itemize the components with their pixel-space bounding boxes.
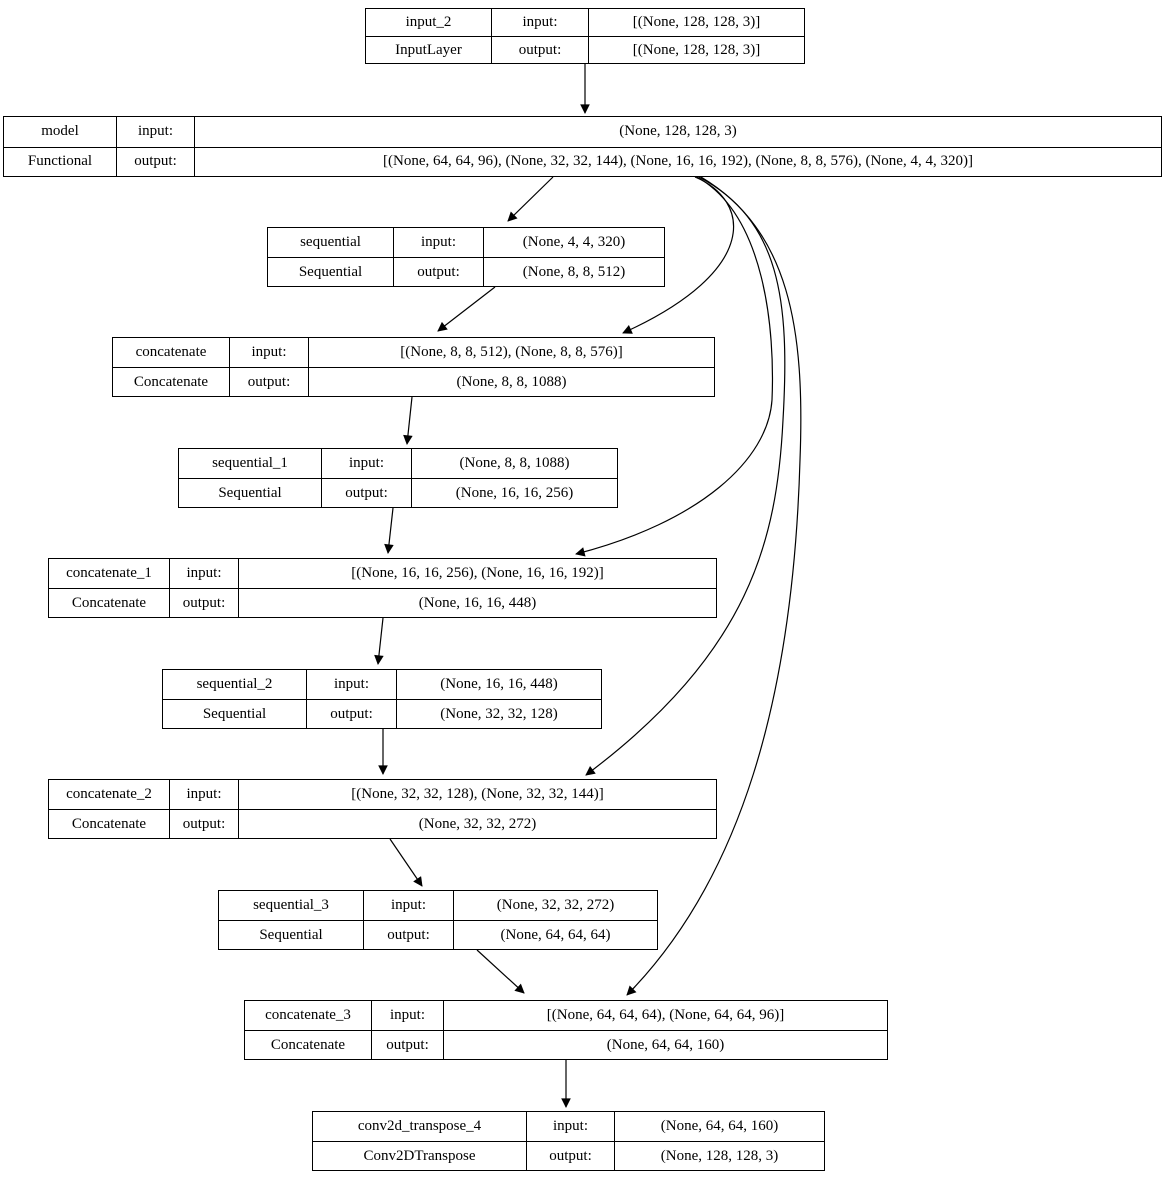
layer-name: concatenate_1 <box>66 565 152 581</box>
edge-model-to-concatenate_3 <box>626 176 802 996</box>
layer-name: sequential_2 <box>196 676 273 692</box>
output-shape: (None, 32, 32, 128) <box>396 699 601 728</box>
node-sequential_2: sequential_2 input:(None, 16, 16, 448) Seq… <box>162 669 602 729</box>
output-label: output: <box>363 920 453 949</box>
output-label: output: <box>393 257 483 286</box>
layer-type: Functional <box>4 146 116 177</box>
node-concatenate_1: concatenate_1 input:[(None, 16, 16, 256),… <box>48 558 717 618</box>
output-label: output: <box>116 146 194 176</box>
edge-concatenate_2-to-sequential_3 <box>389 838 423 887</box>
layer-type: Sequential <box>179 478 321 507</box>
input-shape: [(None, 8, 8, 512), (None, 8, 8, 576)] <box>308 338 714 367</box>
input-label: input: <box>393 228 483 257</box>
edge-sequential-to-concatenate <box>437 286 496 332</box>
node-sequential_1: sequential_1 input:(None, 8, 8, 1088) Sequ… <box>178 448 618 508</box>
layer-type: Concatenate <box>49 809 169 838</box>
layer-name: sequential_3 <box>253 897 329 913</box>
output-label: output: <box>321 478 411 507</box>
layer-type: InputLayer <box>366 36 491 63</box>
input-shape: (None, 16, 16, 448) <box>396 670 601 699</box>
layer-name: concatenate_3 <box>265 1007 351 1023</box>
output-label: output: <box>371 1030 443 1059</box>
edge-model-to-sequential <box>507 176 554 222</box>
node-concatenate_2: concatenate_2 input:[(None, 32, 32, 128),… <box>48 779 717 839</box>
input-shape: [(None, 16, 16, 256), (None, 16, 16, 192… <box>238 559 716 588</box>
output-shape: [(None, 64, 64, 96), (None, 32, 32, 144)… <box>194 146 1161 176</box>
output-shape: (None, 64, 64, 64) <box>453 920 657 949</box>
layer-type: Concatenate <box>245 1030 371 1059</box>
layer-name: concatenate_2 <box>66 786 152 802</box>
layer-type: Conv2DTranspose <box>313 1141 526 1170</box>
output-shape: (None, 128, 128, 3) <box>614 1141 824 1170</box>
layer-type: Sequential <box>219 920 363 949</box>
layer-type: Concatenate <box>113 367 229 396</box>
edge-model-to-concatenate_1 <box>575 176 774 557</box>
output-label: output: <box>229 367 308 396</box>
node-concatenate_3: concatenate_3 input:[(None, 64, 64, 64), … <box>244 1000 888 1060</box>
layer-name: conv2d_transpose_4 <box>357 1118 482 1134</box>
layer-name: input_2 <box>405 14 452 30</box>
output-label: output: <box>169 588 238 617</box>
node-model: model input:(None, 128, 128, 3) Functional… <box>3 116 1162 177</box>
input-label: input: <box>526 1112 614 1141</box>
layer-name: sequential_1 <box>212 455 288 471</box>
output-shape: (None, 64, 64, 160) <box>443 1030 887 1059</box>
output-label: output: <box>169 809 238 838</box>
node-sequential_3: sequential_3 input:(None, 32, 32, 272) Seq… <box>218 890 658 950</box>
output-shape: (None, 32, 32, 272) <box>238 809 716 838</box>
output-shape: (None, 16, 16, 448) <box>238 588 716 617</box>
input-label: input: <box>116 117 194 147</box>
edge-concatenate-to-sequential_1 <box>403 396 413 445</box>
edge-sequential_1-to-concatenate_1 <box>384 507 394 554</box>
node-concatenate: concatenate input:[(None, 8, 8, 512), (No… <box>112 337 715 397</box>
input-label: input: <box>169 780 238 809</box>
input-shape: (None, 4, 4, 320) <box>483 228 664 257</box>
input-label: input: <box>371 1001 443 1030</box>
output-shape: (None, 16, 16, 256) <box>411 478 617 507</box>
input-shape: (None, 32, 32, 272) <box>453 891 657 920</box>
input-shape: [(None, 64, 64, 64), (None, 64, 64, 96)] <box>443 1001 887 1030</box>
node-sequential: sequential input:(None, 4, 4, 320) Sequent… <box>267 227 665 287</box>
layer-name: model <box>41 123 79 140</box>
layer-type: Sequential <box>163 699 306 728</box>
input-shape: (None, 128, 128, 3) <box>194 117 1161 147</box>
output-label: output: <box>306 699 396 728</box>
layer-name: sequential <box>300 234 361 250</box>
output-shape: (None, 8, 8, 1088) <box>308 367 714 396</box>
input-label: input: <box>229 338 308 367</box>
input-shape: [(None, 32, 32, 128), (None, 32, 32, 144… <box>238 780 716 809</box>
layer-type: Concatenate <box>49 588 169 617</box>
input-shape: (None, 64, 64, 160) <box>614 1112 824 1141</box>
input-label: input: <box>306 670 396 699</box>
input-shape: [(None, 128, 128, 3)] <box>588 9 804 36</box>
output-shape: [(None, 128, 128, 3)] <box>588 36 804 63</box>
input-shape: (None, 8, 8, 1088) <box>411 449 617 478</box>
edge-model-to-concatenate_2 <box>585 176 786 776</box>
layer-name: concatenate <box>135 344 207 360</box>
input-label: input: <box>169 559 238 588</box>
edge-concatenate_1-to-sequential_2 <box>374 617 384 665</box>
node-input_2: input_2 input:[(None, 128, 128, 3)] InputL… <box>365 8 805 64</box>
input-label: input: <box>363 891 453 920</box>
layer-type: Sequential <box>268 257 393 286</box>
output-label: output: <box>491 36 588 63</box>
output-label: output: <box>526 1141 614 1170</box>
input-label: input: <box>321 449 411 478</box>
node-conv2d_transpose_4: conv2d_transpose_4 input:(None, 64, 64, 1… <box>312 1111 825 1171</box>
output-shape: (None, 8, 8, 512) <box>483 257 664 286</box>
edge-sequential_3-to-concatenate_3 <box>476 949 525 994</box>
input-label: input: <box>491 9 588 36</box>
